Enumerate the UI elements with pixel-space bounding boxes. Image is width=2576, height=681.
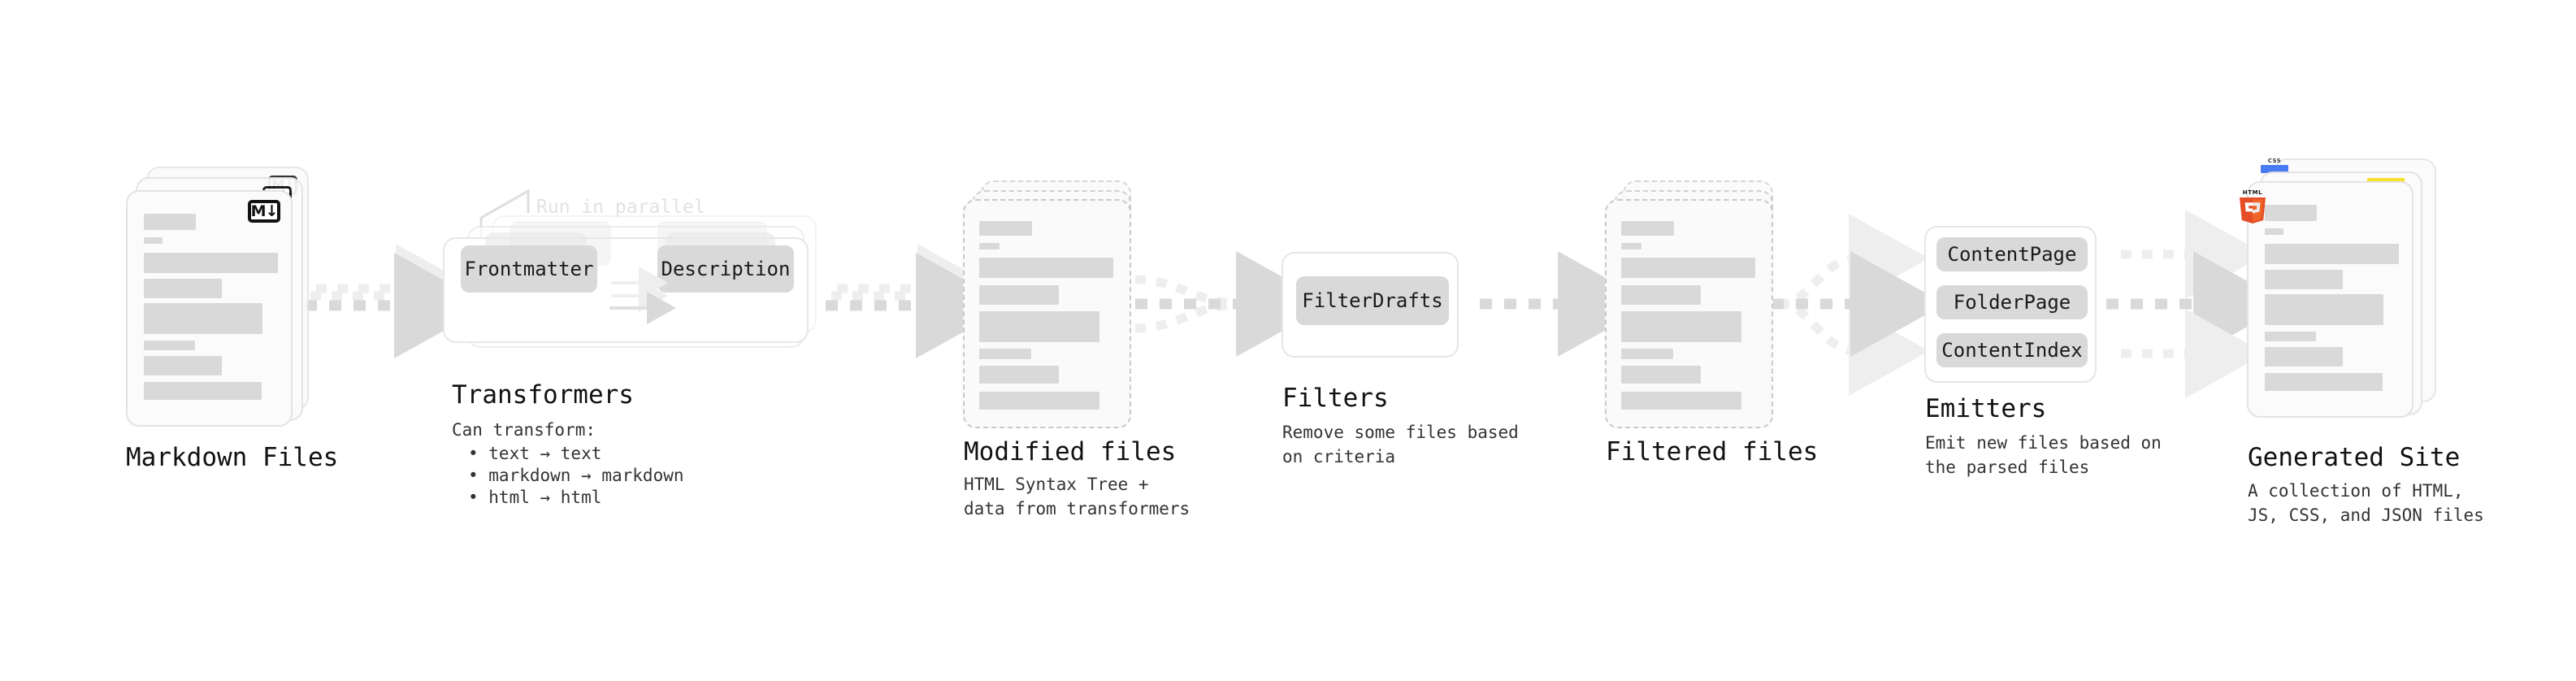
chip-filterdrafts[interactable]: FilterDrafts bbox=[1296, 276, 1449, 325]
content-bar bbox=[979, 311, 1099, 342]
connector-markdown-to-transformers bbox=[305, 244, 489, 358]
content-bar bbox=[979, 243, 1000, 249]
chip-frontmatter[interactable]: Frontmatter bbox=[461, 245, 597, 293]
emitters-box[interactable]: ContentPage FolderPage ContentIndex bbox=[1924, 226, 2097, 383]
label-filtered-files: Filtered files bbox=[1606, 437, 1819, 466]
bullet-transform-text: • text → text bbox=[468, 444, 602, 463]
content-bar bbox=[1621, 285, 1701, 305]
content-bar bbox=[2265, 332, 2316, 341]
content-bar bbox=[144, 253, 278, 273]
content-bar bbox=[144, 279, 222, 298]
label-run-in-parallel: Run in parallel bbox=[536, 197, 705, 218]
label-generated-site: Generated Site bbox=[2248, 443, 2461, 472]
bullet-transform-markdown: • markdown → markdown bbox=[468, 466, 684, 485]
subtitle-generated-site: A collection of HTML, JS, CSS, and JSON … bbox=[2248, 481, 2484, 525]
content-bar bbox=[144, 382, 262, 400]
stage-emitters[interactable]: ContentPage FolderPage ContentIndex bbox=[1924, 226, 2097, 383]
content-bar bbox=[979, 366, 1059, 384]
filtered-card-content bbox=[1607, 201, 1772, 427]
markdown-icon: M↓ bbox=[248, 200, 280, 223]
subtitle-emitters: Emit new files based on the parsed files bbox=[1925, 433, 2162, 477]
content-bar bbox=[2265, 270, 2343, 289]
content-bar bbox=[1621, 221, 1674, 236]
subtitle-filters: Remove some files based on criteria bbox=[1282, 423, 1519, 466]
content-bar bbox=[2265, 228, 2283, 235]
stage-modified-files[interactable] bbox=[963, 180, 1150, 436]
content-bar bbox=[144, 356, 222, 375]
subtitle-transformers: Can transform: bbox=[452, 420, 596, 440]
stage-generated-site[interactable]: CSS HTML bbox=[2240, 158, 2442, 427]
content-bar bbox=[2265, 347, 2343, 367]
modified-card-content bbox=[965, 201, 1130, 427]
label-filters: Filters bbox=[1282, 384, 1389, 413]
content-bar bbox=[1621, 366, 1701, 384]
label-modified-files: Modified files bbox=[964, 437, 1177, 466]
content-bar bbox=[979, 349, 1031, 359]
content-bar bbox=[2265, 373, 2383, 391]
filtered-card-front[interactable] bbox=[1605, 199, 1773, 428]
svg-text:HTML: HTML bbox=[2243, 189, 2262, 196]
chip-description[interactable]: Description bbox=[657, 245, 794, 293]
content-bar bbox=[144, 214, 196, 230]
subtitle-modified-files: HTML Syntax Tree + data from transformer… bbox=[964, 475, 1190, 518]
chip-contentpage[interactable]: ContentPage bbox=[1936, 237, 2088, 271]
content-bar bbox=[2265, 244, 2399, 264]
content-bar bbox=[979, 221, 1032, 236]
content-bar bbox=[979, 392, 1099, 410]
content-bar bbox=[144, 237, 163, 244]
content-bar bbox=[144, 303, 262, 334]
generated-card-front[interactable]: HTML bbox=[2240, 181, 2413, 418]
stage-markdown-files[interactable]: M↓ M↓ M↓ bbox=[126, 167, 313, 427]
content-bar bbox=[1621, 349, 1673, 359]
connector-transformers-to-modified bbox=[826, 244, 1011, 358]
bullet-transform-html: • html → html bbox=[468, 488, 602, 507]
label-transformers: Transformers bbox=[452, 380, 634, 410]
generated-card-content bbox=[2249, 183, 2412, 416]
label-markdown-files: Markdown Files bbox=[126, 443, 339, 472]
content-bar bbox=[979, 258, 1113, 278]
modified-card-front[interactable] bbox=[963, 199, 1131, 428]
content-bar bbox=[1621, 243, 1641, 249]
markdown-card-content bbox=[128, 192, 291, 425]
content-bar bbox=[1621, 311, 1741, 342]
filters-box[interactable]: FilterDrafts bbox=[1281, 252, 1459, 358]
content-bar bbox=[1621, 258, 1755, 278]
chip-folderpage[interactable]: FolderPage bbox=[1936, 285, 2088, 319]
content-bar bbox=[144, 340, 195, 350]
markdown-card-front[interactable]: M↓ bbox=[126, 190, 293, 427]
connector-modified-to-filters bbox=[1134, 251, 1331, 357]
connector-emitters-to-generated bbox=[2106, 210, 2288, 398]
stage-transformers[interactable]: Frontmatter Description bbox=[443, 215, 825, 362]
css3-icon-label: CSS bbox=[2267, 158, 2282, 164]
css3-icon: CSS bbox=[2261, 158, 2288, 173]
label-emitters: Emitters bbox=[1925, 394, 2047, 423]
content-bar bbox=[979, 285, 1059, 305]
html5-icon: HTML bbox=[2237, 188, 2268, 223]
content-bar bbox=[2265, 294, 2383, 325]
content-bar bbox=[2265, 205, 2317, 221]
stage-filtered-files[interactable] bbox=[1605, 180, 1792, 436]
transformer-box-front[interactable]: Frontmatter Description bbox=[443, 221, 809, 343]
chip-contentindex[interactable]: ContentIndex bbox=[1936, 333, 2088, 367]
stage-filters[interactable]: FilterDrafts bbox=[1281, 252, 1459, 358]
content-bar bbox=[1621, 392, 1741, 410]
